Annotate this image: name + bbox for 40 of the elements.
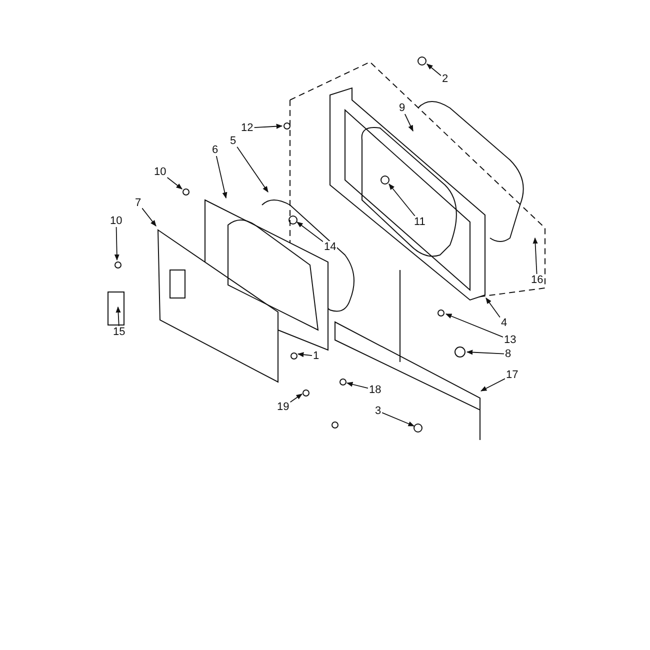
callout-number: 13 [503, 334, 518, 346]
leader-line [426, 64, 442, 76]
callout-number: 3 [374, 405, 382, 417]
callout-number: 8 [504, 348, 512, 360]
leader-line [480, 378, 506, 392]
callout-number: 19 [276, 401, 290, 413]
leader-line [142, 208, 156, 226]
leader-line [388, 184, 416, 216]
callout-number: 18 [368, 384, 382, 396]
leader-line [166, 177, 182, 190]
callout-number: 7 [134, 197, 142, 209]
leader-line [116, 306, 121, 326]
callout-number: 14 [323, 241, 338, 253]
leader-line [254, 124, 283, 129]
leader-line [297, 352, 312, 358]
leader-line [466, 350, 504, 355]
leader-line [445, 314, 504, 338]
leader-line [382, 412, 415, 426]
leader-line [296, 222, 324, 242]
leader-line [216, 156, 228, 199]
callout-number: 5 [229, 135, 238, 147]
leader-line [114, 226, 120, 261]
callout-number: 6 [211, 144, 220, 156]
leader-line [236, 146, 268, 193]
callout-number: 9 [398, 102, 406, 114]
leader-line [346, 382, 368, 389]
callout-number: 16 [530, 274, 544, 286]
callout-number: 10 [109, 215, 124, 227]
leader-line [404, 114, 414, 132]
callout-number: 12 [240, 122, 254, 134]
leader-line [486, 298, 500, 318]
callout-number: 1 [312, 350, 320, 362]
callout-number: 10 [153, 166, 168, 178]
callout-number: 17 [505, 369, 520, 381]
leader-line [290, 394, 303, 403]
callout-number: 15 [112, 326, 126, 338]
callout-number: 2 [441, 73, 450, 85]
leader-line [532, 237, 538, 274]
callout-number: 4 [500, 317, 508, 329]
callout-number: 11 [413, 216, 426, 228]
